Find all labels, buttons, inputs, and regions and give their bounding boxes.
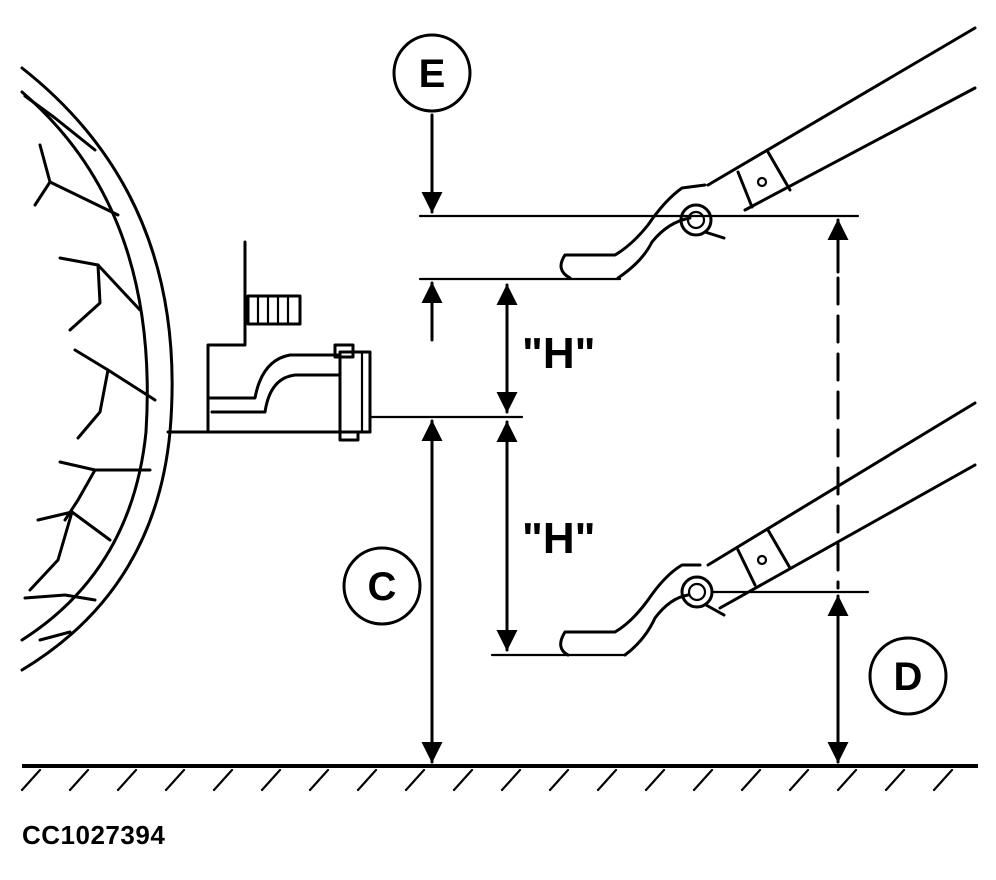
implement-hitch-lower [559, 401, 977, 657]
dimension-arrows [421, 113, 849, 764]
callout-c-label: C [368, 565, 397, 609]
callout-e: E [392, 33, 472, 113]
dimension-h-lower-label: "H" [522, 514, 596, 563]
figure-code: CC1027394 [22, 820, 166, 850]
reference-lines [368, 214, 870, 657]
implement-hitch-upper [559, 26, 977, 280]
callout-d: D [868, 636, 948, 716]
callout-c: C [342, 546, 422, 626]
dimension-h-upper-label: "H" [522, 329, 596, 378]
callout-d-label: D [894, 655, 923, 699]
ground-line [20, 764, 978, 792]
callout-e-label: E [419, 52, 446, 96]
tractor-tire [20, 66, 174, 672]
tractor-drawbar [166, 240, 372, 442]
